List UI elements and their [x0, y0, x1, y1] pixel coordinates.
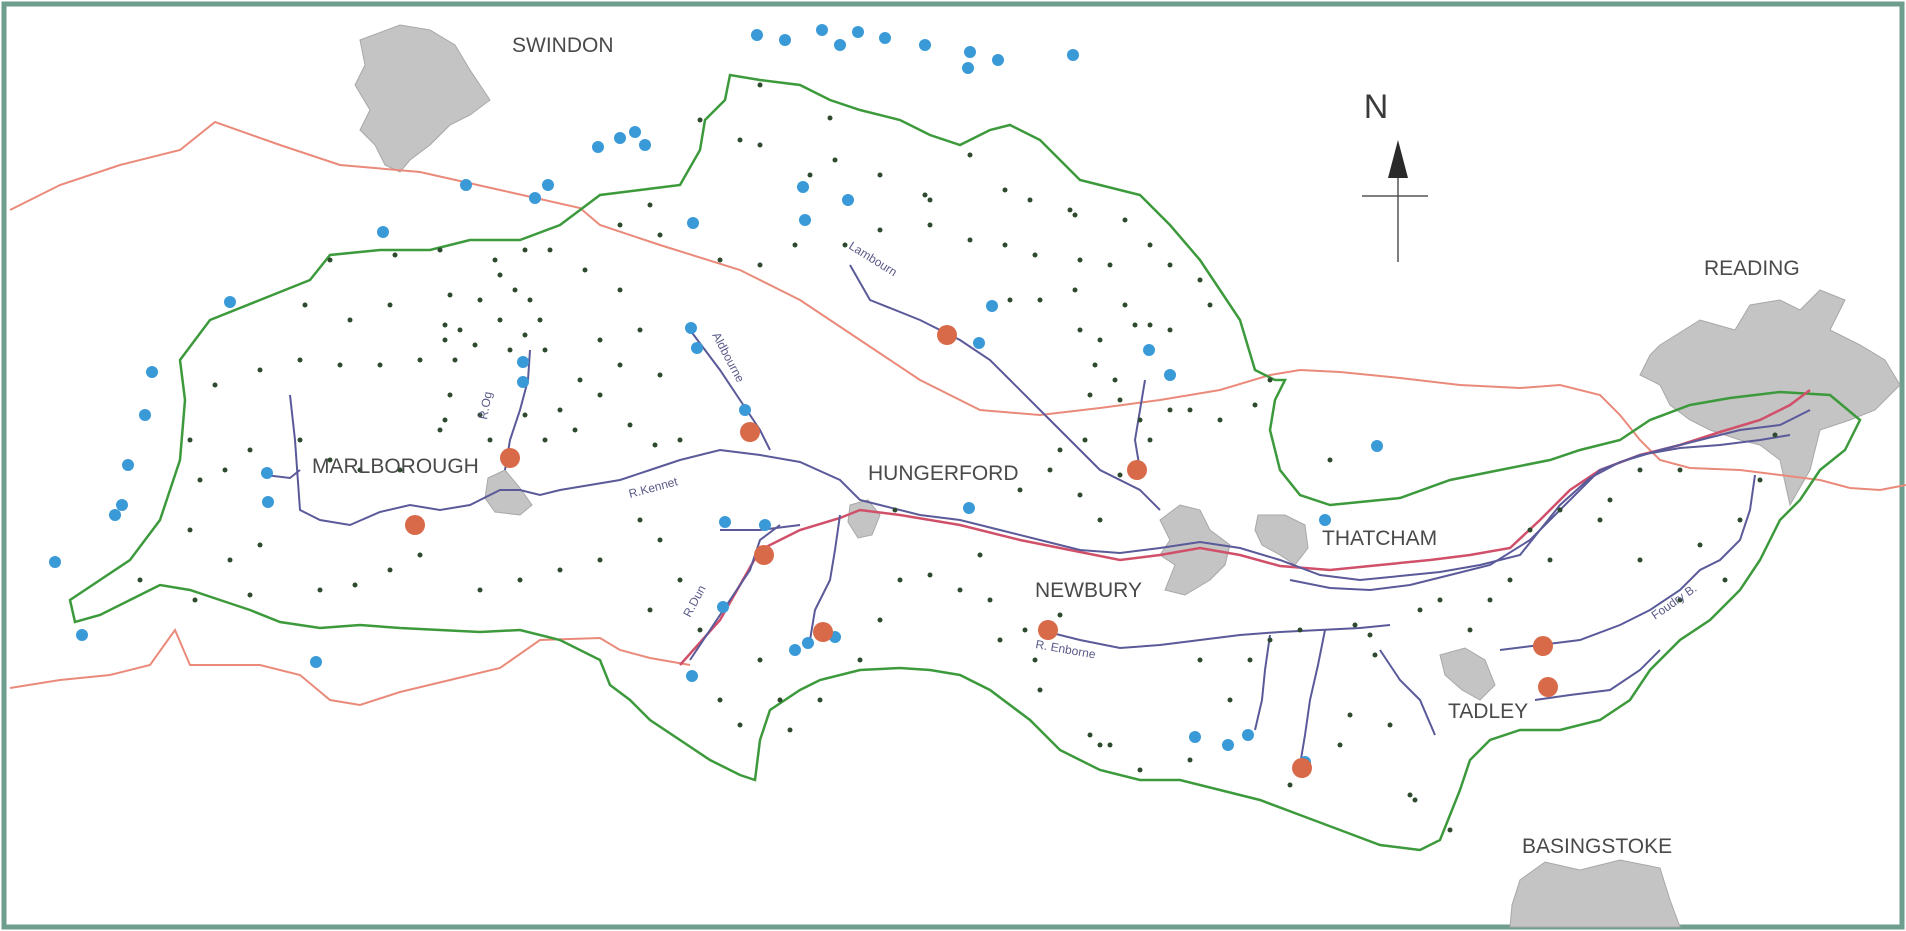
north-label: N: [1364, 88, 1389, 126]
town-label-thatcham: THATCHAM: [1322, 527, 1437, 550]
urban-basingstoke: [1509, 859, 1681, 928]
abstraction-sites: [405, 325, 1558, 778]
urban-tadley: [1439, 647, 1496, 701]
river-kennet-branch: [1289, 434, 1791, 592]
urban-swindon: [354, 24, 491, 173]
outcrop-line-north: [9, 120, 1906, 492]
river-foudry-trib: [1534, 649, 1661, 701]
town-label-tadley: TADLEY: [1448, 700, 1528, 723]
river-west-trib: [264, 469, 301, 480]
catchment-boundary: [68, 73, 1862, 852]
town-label-hungerford: HUNGERFORD: [868, 462, 1019, 485]
river-dun: [689, 524, 781, 661]
town-label-basingstoke: BASINGSTOKE: [1522, 835, 1672, 858]
river-nw-trib: [720, 524, 801, 531]
urban-hungerford: [847, 499, 881, 539]
town-labels: SWINDON READING MARLBOROUGH HUNGERFORD T…: [312, 34, 1800, 858]
river-label-og: R.Og: [476, 390, 495, 420]
river-lambourn-trib: [1133, 379, 1146, 471]
river-enborne-trib1: [1254, 634, 1271, 731]
river-lambourn: [849, 264, 1161, 511]
river-enborne: [1039, 624, 1391, 650]
outcrop-lines: [9, 120, 1906, 707]
river-enborne-trib2: [1299, 629, 1326, 766]
town-label-swindon: SWINDON: [512, 34, 614, 57]
river-dun-trib: [809, 514, 841, 641]
north-arrow: N: [1362, 88, 1428, 262]
north-arrow-icon: [1388, 140, 1408, 178]
outside-sites: [49, 24, 1383, 768]
town-label-marlborough: MARLBOROUGH: [312, 455, 479, 478]
town-label-reading: READING: [1704, 257, 1800, 280]
observation-wells: [137, 82, 1778, 833]
town-label-newbury: NEWBURY: [1035, 579, 1142, 602]
outcrop-line-south: [9, 627, 691, 707]
river-foudry: [1499, 474, 1756, 651]
river-enborne-trib3: [1379, 649, 1436, 736]
urban-marlborough: [484, 469, 533, 516]
river-aldbourne: [689, 329, 771, 451]
